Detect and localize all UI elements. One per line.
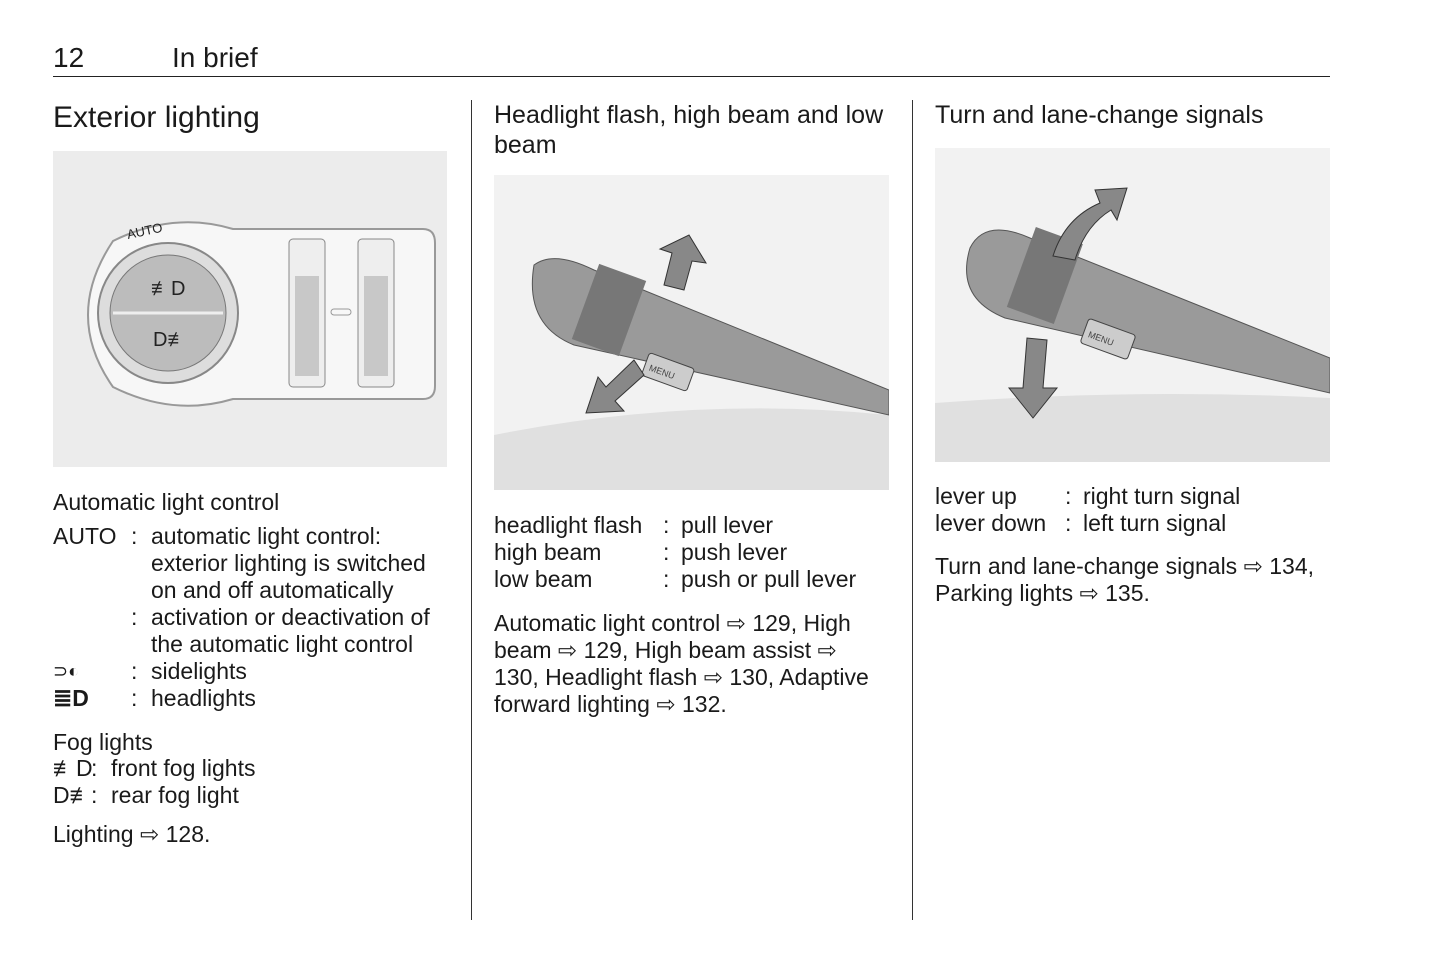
- lighting-reference[interactable]: Lighting ⇨ 128.: [53, 821, 211, 847]
- headlight-lever-figure: MENU: [494, 175, 889, 490]
- sidelights-icon: ⊃◐: [53, 661, 79, 681]
- headlight-references[interactable]: Automatic light control ⇨ 129, High beam…: [494, 610, 869, 717]
- fog-definitions: ≢D: front fog lights D≢: rear fog light: [53, 755, 255, 809]
- lever-definitions: headlight flash: pull lever high beam: pus…: [494, 512, 856, 593]
- definition: push or pull lever: [681, 566, 857, 592]
- separator: :: [663, 566, 670, 592]
- term: lever up: [935, 483, 1017, 509]
- headlights-icon: ≣D: [53, 685, 89, 711]
- auto-definitions: AUTO: automatic light control: exterior l…: [53, 523, 453, 712]
- separator: :: [663, 512, 670, 538]
- term: low beam: [494, 566, 593, 592]
- term: headlight flash: [494, 512, 643, 538]
- definition: activation or deactivation of the automa…: [151, 604, 430, 657]
- definition: pull lever: [681, 512, 774, 538]
- definition: left turn signal: [1083, 510, 1227, 536]
- rear-fog-icon: D≢: [53, 782, 93, 808]
- separator: :: [131, 523, 138, 549]
- definition: front fog lights: [111, 755, 256, 781]
- svg-text:≢D: ≢D: [151, 278, 185, 300]
- separator: :: [131, 604, 138, 630]
- separator: :: [131, 685, 138, 711]
- definition: automatic light control: exterior lighti…: [151, 523, 426, 603]
- column-divider: [912, 100, 913, 920]
- header-rule: [53, 76, 1330, 77]
- svg-text:AUTO: AUTO: [126, 220, 164, 242]
- separator: :: [91, 782, 98, 808]
- definition: right turn signal: [1083, 483, 1241, 509]
- turn-signal-definitions: lever up: right turn signal lever down: le…: [935, 483, 1240, 537]
- turn-signal-references[interactable]: Turn and lane-change signals ⇨ 134, Park…: [935, 553, 1314, 606]
- definition: push lever: [681, 539, 788, 565]
- separator: :: [91, 755, 98, 781]
- term: high beam: [494, 539, 602, 565]
- section-title: In brief: [172, 42, 258, 73]
- headlight-flash-heading: Headlight flash, high beam and low beam: [494, 101, 884, 159]
- auto-light-subheading: Automatic light control: [53, 489, 280, 515]
- separator: :: [663, 539, 670, 565]
- turn-signals-heading: Turn and lane-change signals: [935, 101, 1264, 129]
- definition: sidelights: [151, 658, 247, 684]
- separator: :: [1065, 510, 1072, 536]
- separator: :: [131, 658, 138, 684]
- turn-signal-lever-figure: MENU: [935, 148, 1330, 462]
- separator: :: [1065, 483, 1072, 509]
- term-auto: AUTO: [53, 523, 117, 549]
- light-switch-figure: ≢D D≢ AUTO: [53, 151, 447, 467]
- front-fog-icon: ≢D: [53, 755, 93, 781]
- term: lever down: [935, 510, 1047, 536]
- page-number: 12: [53, 42, 85, 73]
- definition: rear fog light: [111, 782, 239, 808]
- exterior-lighting-heading: Exterior lighting: [53, 101, 260, 134]
- definition: headlights: [151, 685, 256, 711]
- column-divider: [471, 100, 472, 920]
- fog-lights-subheading: Fog lights: [53, 729, 153, 755]
- svg-text:D≢: D≢: [153, 329, 187, 351]
